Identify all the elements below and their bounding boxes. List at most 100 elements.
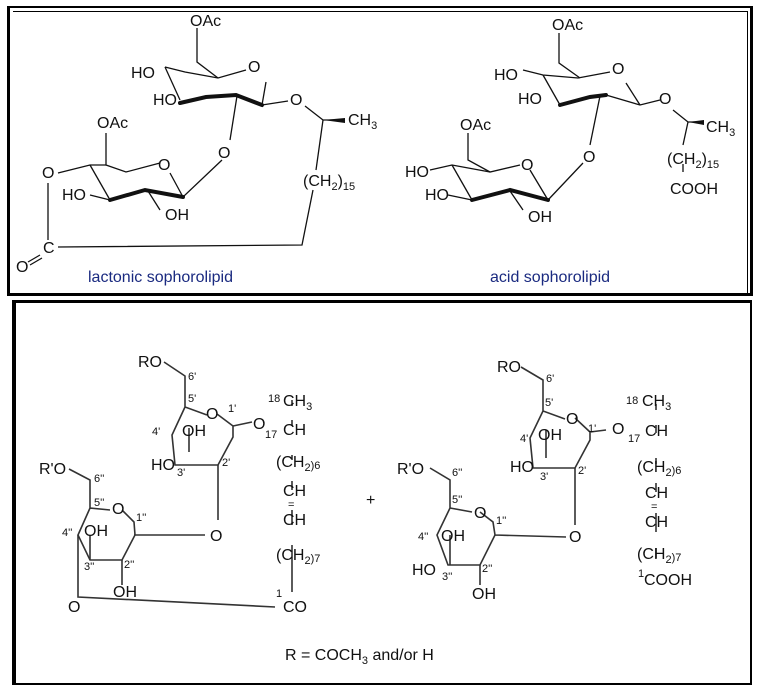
atom-label: CH3 <box>348 112 377 132</box>
numbered-lactonic-structure <box>68 361 293 608</box>
position-label: 6'' <box>94 473 104 485</box>
position-label: 1 <box>276 588 282 600</box>
bond <box>261 100 289 106</box>
bond <box>451 164 473 201</box>
bond <box>196 28 219 79</box>
bond <box>77 535 276 608</box>
atom-label: (CH2)15 <box>667 151 719 171</box>
atom-label: O <box>158 157 170 174</box>
position-label: 1' <box>588 423 596 435</box>
plus-sign: + <box>366 492 375 509</box>
bond <box>470 187 550 202</box>
atom-label: OH <box>84 523 108 540</box>
atom-label: O <box>68 599 80 616</box>
position-label: 2' <box>578 465 586 477</box>
position-label: 1 <box>638 568 644 580</box>
bond <box>229 95 238 141</box>
atom-label: R'O <box>39 461 66 478</box>
position-label: 4'' <box>62 527 72 539</box>
bond <box>467 133 521 173</box>
atom-label: OAc <box>552 17 583 34</box>
atom-label: COOH <box>670 181 718 198</box>
atom-label: OH <box>182 423 206 440</box>
position-label: 2'' <box>482 563 492 575</box>
atom-label: (CH2)7 <box>637 546 681 566</box>
bond <box>449 535 481 585</box>
atom-label: O <box>112 501 124 518</box>
bond <box>261 81 267 106</box>
bond <box>447 194 473 201</box>
bond <box>520 366 607 469</box>
atom-label: O <box>612 61 624 78</box>
atom-label: OH <box>472 586 496 603</box>
atom-label: RO <box>497 359 521 376</box>
atom-label: CH <box>283 483 306 500</box>
bond <box>147 190 161 211</box>
numbered-acid-structure <box>429 366 657 585</box>
atom-label: (CH2)7 <box>276 547 320 567</box>
bond <box>169 159 223 199</box>
bond <box>605 94 661 106</box>
position-label: 17 <box>628 433 640 445</box>
bond <box>672 109 703 123</box>
bottom-panel-frame <box>12 300 752 685</box>
top-panel-frame <box>7 6 753 296</box>
atom-label: O <box>42 165 54 182</box>
bond <box>682 121 689 172</box>
atom-label: OAc <box>190 13 221 30</box>
bond <box>188 421 253 452</box>
atom-label: CH <box>645 514 668 531</box>
bond <box>57 189 314 248</box>
atom-label: CH3 <box>642 393 671 413</box>
top-panel-inner-rule <box>13 11 748 293</box>
position-label: 3'' <box>442 571 452 583</box>
bond <box>558 93 608 107</box>
position-label: 4' <box>152 426 160 438</box>
bond <box>57 164 106 174</box>
atom-label: C <box>43 240 55 257</box>
atom-label: HO <box>405 164 429 181</box>
bond <box>509 190 524 211</box>
bond <box>164 66 181 101</box>
atom-label: RO <box>138 354 162 371</box>
atom-label: O <box>218 145 230 162</box>
atom-label: HO <box>425 187 449 204</box>
position-label: 6' <box>546 373 554 385</box>
position-label: 1' <box>228 403 236 415</box>
atom-label: CH3 <box>283 393 312 413</box>
atom-label: OAc <box>460 117 491 134</box>
atom-label: HO <box>510 459 534 476</box>
atom-label: (CH2)6 <box>637 459 681 479</box>
atom-label: O <box>290 92 302 109</box>
atom-label: O <box>253 416 265 433</box>
position-label: 6' <box>188 371 196 383</box>
atom-label: CH <box>645 485 668 502</box>
position-label: 4'' <box>418 531 428 543</box>
atom-label: O <box>612 421 624 438</box>
position-label: 1'' <box>136 512 146 524</box>
atom-label: O <box>474 505 486 522</box>
bond <box>589 95 601 146</box>
acid-sophorolipid-structure <box>429 33 704 211</box>
bond <box>163 361 234 466</box>
atom-label: CO <box>283 599 307 616</box>
r-group-footnote: R = COCH3 and/or H <box>285 647 434 667</box>
wedge-bond <box>688 120 704 125</box>
double-bond-label: = <box>651 501 657 513</box>
atom-label: (CH2)15 <box>303 173 355 193</box>
lactonic-caption: lactonic sophorolipid <box>88 269 233 286</box>
position-label: 6'' <box>452 467 462 479</box>
atom-label: O <box>569 529 581 546</box>
atom-label: O <box>659 91 671 108</box>
bond <box>164 66 247 79</box>
atom-label: OH <box>528 209 552 226</box>
atom-label: O <box>248 59 260 76</box>
bond <box>105 133 161 173</box>
atom-label: CH3 <box>706 119 735 139</box>
bond <box>304 105 345 121</box>
bond <box>178 92 264 107</box>
atom-label: OAc <box>97 115 128 132</box>
position-label: 5'' <box>94 497 104 509</box>
position-label: 3' <box>177 467 185 479</box>
